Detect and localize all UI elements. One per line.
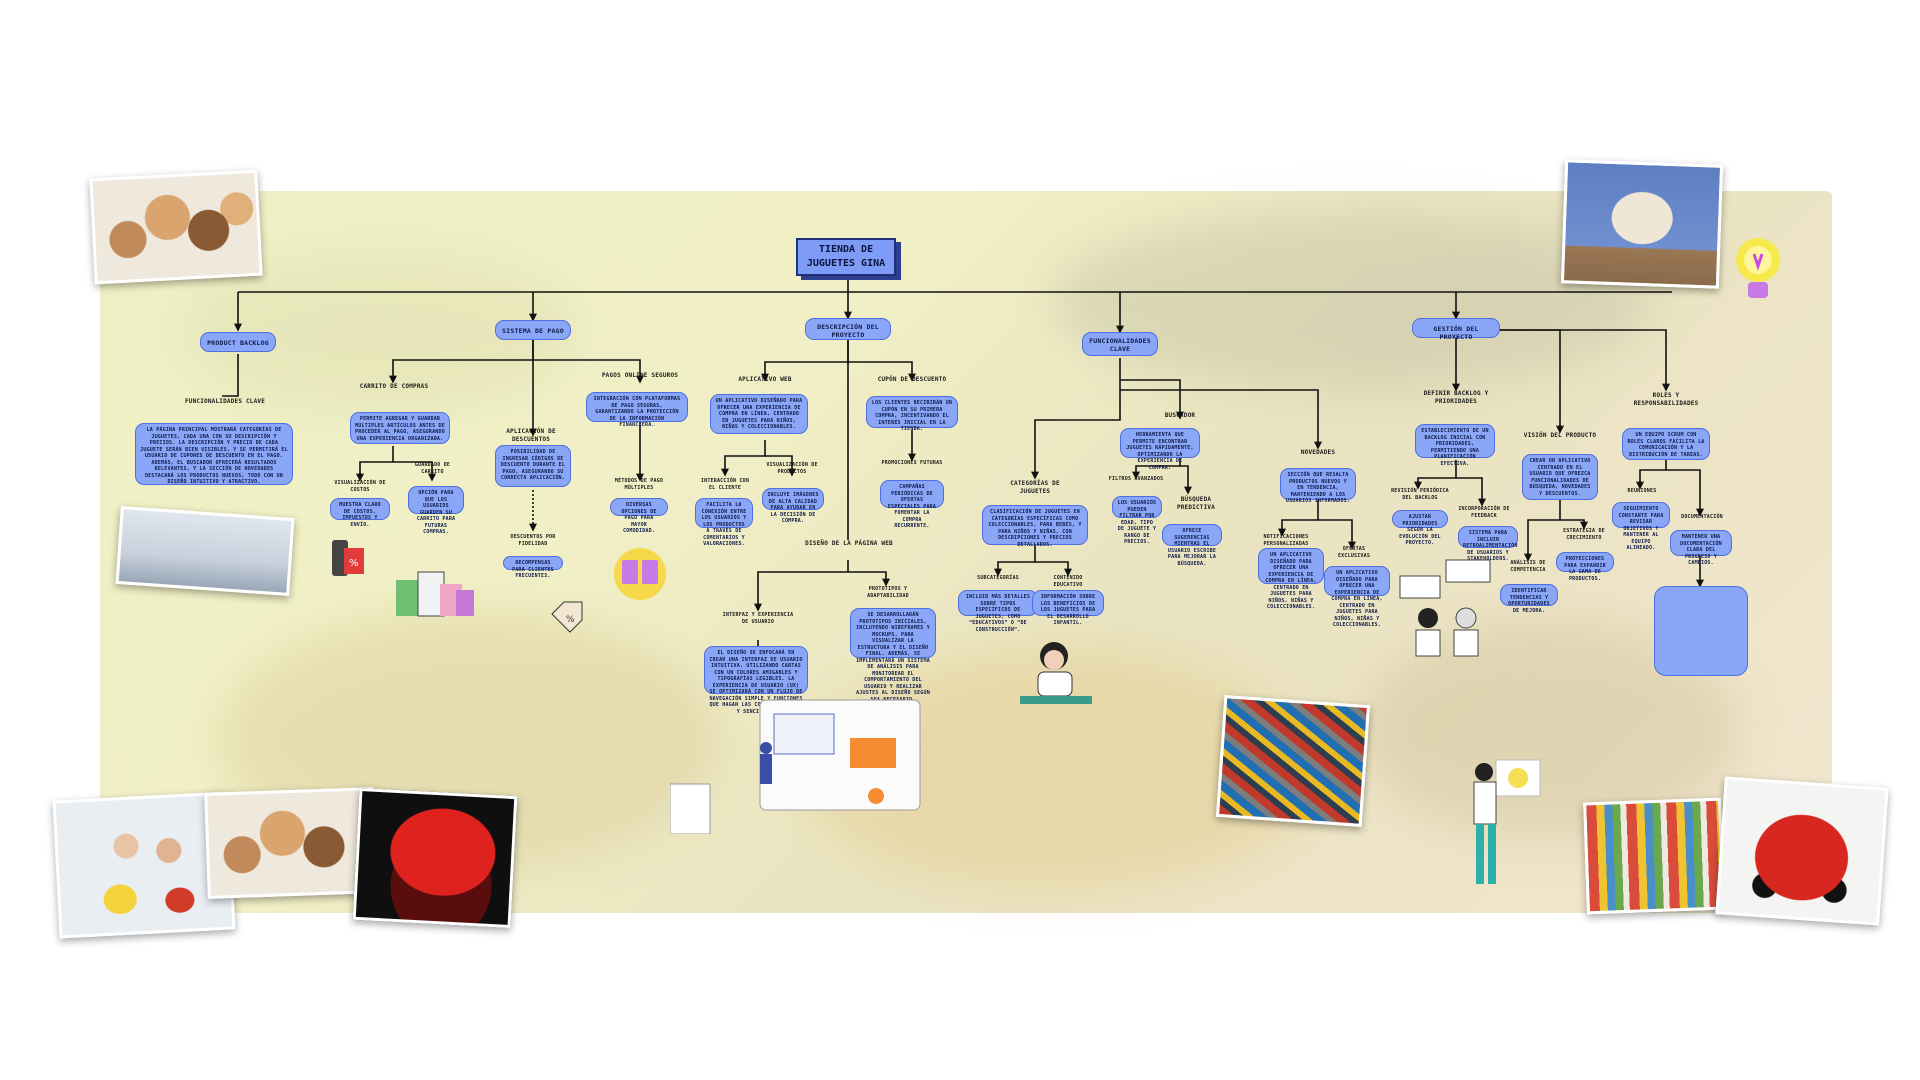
revision-label: REVISIÓN PERIÓDICA DEL BACKLOG xyxy=(1391,488,1449,501)
roles-text: UN EQUIPO SCRUM CON ROLES CLAROS FACILIT… xyxy=(1622,428,1710,460)
visual-prod-text: INCLUYE IMÁGENES DE ALTA CALIDAD PARA AY… xyxy=(762,488,824,524)
toy-cars-photo xyxy=(1215,695,1371,827)
red-car-photo xyxy=(1715,776,1889,926)
backlog-func-label: FUNCIONALIDADES CLAVE xyxy=(184,398,266,405)
definir-label: DEFINIR BACKLOG Y PRIORIDADES xyxy=(1423,390,1489,405)
busqueda-label: BÚSQUEDA PREDICTIVA xyxy=(1176,496,1216,511)
backlog-func-text: LA PÁGINA PRINCIPAL MOSTRARÁ CATEGORÍAS … xyxy=(135,423,293,485)
svg-text:%: % xyxy=(349,558,359,569)
app-text: UN APLICATIVO DISEÑADO PARA OFRECER UNA … xyxy=(710,394,808,434)
interaccion-label: INTERACCIÓN CON EL CLIENTE xyxy=(700,478,750,491)
discount-tag-icon: % xyxy=(548,600,584,634)
notif-text: UN APLICATIVO DISEÑADO PARA OFRECER UNA … xyxy=(1258,548,1324,610)
subcat-label: SUBCATEGORÍAS xyxy=(977,575,1019,581)
interaccion-text: FACILITA LA CONEXIÓN ENTRE LOS USUARIOS … xyxy=(695,498,753,547)
plush-sheep-photo xyxy=(1560,159,1724,289)
cupon-text: LOS CLIENTES RECIBIRÁN UN CUPÓN EN SU PR… xyxy=(866,396,958,432)
desc-fidel-text: RECOMPENSAS PARA CLIENTES FRECUENTES. xyxy=(503,556,563,579)
pagos-text: INTEGRACIÓN CON PLATAFORMAS DE PAGO SEGU… xyxy=(586,392,688,428)
estrategia-label: ESTRATEGIA DE CRECIMIENTO xyxy=(1563,528,1605,541)
prototipos-text: SE DESARROLLARÁN PROTOTIPOS INICIALES, I… xyxy=(850,608,936,703)
documentacion-label: DOCUMENTACIÓN xyxy=(1681,514,1723,520)
promo-label: PROMOCIONES FUTURAS xyxy=(881,460,943,466)
svg-text:%: % xyxy=(566,615,575,625)
shopping-bags-icon xyxy=(392,562,480,622)
reuniones-text: SEGUIMIENTO CONSTANTE PARA REVISAR OBJET… xyxy=(1612,502,1670,551)
ofertas-text: UN APLICATIVO DISEÑADO PARA OFRECER UNA … xyxy=(1324,566,1390,628)
app-label: APLICATIVO WEB xyxy=(738,376,792,383)
analisis-text: IDENTIFICAR TENDENCIAS Y OPORTUNIDADES D… xyxy=(1500,584,1558,614)
roles-label: ROLES Y RESPONSABILIDADES xyxy=(1633,392,1699,407)
buscador-text: HERRAMIENTA QUE PERMITE ENCONTRAR JUGUET… xyxy=(1120,428,1200,471)
documentacion-text: MANTENER UNA DOCUMENTACIÓN CLARA DEL PRO… xyxy=(1670,530,1732,566)
promo-text: CAMPAÑAS PERIÓDICAS DE OFERTAS ESPECIALE… xyxy=(880,480,944,529)
cupon-label: CUPÓN DE DESCUENTO xyxy=(877,376,947,383)
carrito-label: CARRITO DE COMPRAS xyxy=(359,383,429,390)
vis-costos-text: MUESTRA CLARO DE COSTOS, IMPUESTOS Y ENV… xyxy=(330,498,390,528)
descripcion-node: DESCRIPCIÓN DEL PROYECTO xyxy=(805,318,891,340)
team-collab-icon xyxy=(1396,556,1500,660)
sistema-pago-node: SISTEMA DE PAGO xyxy=(495,320,571,340)
teddy-bears-photo xyxy=(89,169,263,285)
map-title: TIENDA DE JUGUETES GINA xyxy=(796,238,896,276)
toys-shelf-photo xyxy=(1583,797,1725,915)
prototipos-label: PROTOTIPOS Y ADAPTABILIDAD xyxy=(867,586,909,599)
meeting-photo xyxy=(115,506,295,596)
metodos-text: DIVERSAS OPCIONES DE PAGO PARA MAYOR COM… xyxy=(610,498,668,534)
analisis-label: ANÁLISIS DE COMPETENCIA xyxy=(1510,560,1546,573)
categorias-label: CATEGORÍAS DE JUGUETES xyxy=(1010,480,1060,495)
desc-fidel-label: DESCUENTOS POR FIDELIDAD xyxy=(510,534,556,547)
vision-text: CREAR UN APLICATIVO CENTRADO EN EL USUAR… xyxy=(1522,454,1598,500)
estrategia-text: PROYECCIONES PARA EXPANDIR LA GAMA DE PR… xyxy=(1556,552,1614,582)
web-design-icon xyxy=(669,696,940,835)
categorias-text: CLASIFICACIÓN DE JUGUETES EN CATEGORÍAS … xyxy=(982,505,1088,548)
filtros-text: LOS USUARIOS PUEDEN FILTRAR POR EDAD, TI… xyxy=(1112,496,1162,545)
diseno-label: DISEÑO DE LA PÁGINA WEB xyxy=(805,540,893,547)
vision-label: VISIÓN DEL PRODUCTO xyxy=(1523,432,1597,439)
novedades-label: NOVEDADES xyxy=(1300,449,1336,456)
metodos-label: MÉTODOS DE PAGO MÚLTIPLES xyxy=(614,478,664,491)
online-payment-icon xyxy=(604,546,678,602)
aplic-desc-label: APLICACIÓN DE DESCUENTOS xyxy=(506,428,556,443)
empty-blue-card xyxy=(1654,586,1748,676)
visual-prod-label: VISUALIZACIÓN DE PRODUCTOS xyxy=(766,462,818,475)
pagos-label: PAGOS ONLINE SEGUROS xyxy=(601,372,679,379)
person-working-icon xyxy=(1016,636,1096,710)
contenido-text: INFORMACIÓN SOBRE LOS BENEFICIOS DE LOS … xyxy=(1032,590,1104,626)
ofertas-label: OFERTAS EXCLUSIVAS xyxy=(1337,546,1371,559)
interfaz-label: INTERFAZ Y EXPERIENCIA DE USUARIO xyxy=(722,612,794,625)
teddy-bears-photo-2 xyxy=(204,787,378,899)
shopping-app-icon: % xyxy=(330,534,366,580)
funcionalidades-node: FUNCIONALIDADES CLAVE xyxy=(1082,332,1158,356)
interfaz-text: EL DISEÑO SE ENFOCARÁ EN CREAR UNA INTER… xyxy=(704,646,808,715)
feedback-label: INCORPORACIÓN DE FEEDBACK xyxy=(1458,506,1510,519)
lightbulb-icon xyxy=(1733,232,1783,312)
buscador-label: BUSCADOR xyxy=(1164,412,1196,419)
filtros-label: FILTROS AVANZADOS xyxy=(1108,476,1164,482)
reuniones-label: REUNIONES xyxy=(1627,488,1657,494)
gestion-node: GESTIÓN DEL PROYECTO xyxy=(1412,318,1500,341)
contenido-label: CONTENIDO EDUCATIVO xyxy=(1053,575,1083,588)
guardado-label: GUARDADO DE CARRITO xyxy=(414,462,451,475)
idea-person-icon xyxy=(1458,752,1548,892)
carrito-text: PERMITE AGREGAR Y GUARDAR MÚLTIPLES ARTÍ… xyxy=(350,412,450,444)
guardado-text: OPCIÓN PARA QUE LOS USUARIOS GUARDEN SU … xyxy=(408,486,464,535)
definir-text: ESTABLECIMIENTO DE UN BACKLOG INICIAL CO… xyxy=(1415,424,1495,467)
novedades-text: SECCIÓN QUE RESALTA PRODUCTOS NUEVOS Y E… xyxy=(1280,468,1356,504)
product-backlog-node: PRODUCT BACKLOG xyxy=(200,332,276,352)
busqueda-text: OFRECE SUGERENCIAS MIENTRAS EL USUARIO E… xyxy=(1162,524,1222,567)
vis-costos-label: VISUALIZACIÓN DE COSTOS xyxy=(334,480,386,493)
feedback-text: SISTEMA PARA INCLUIR RETROALIMENTACIÓN D… xyxy=(1458,526,1518,562)
subcat-text: INCLUIR MÁS DETALLES SOBRE TIPOS ESPECÍF… xyxy=(958,590,1038,633)
red-ferrari-photo xyxy=(352,787,518,929)
revision-text: AJUSTAR PRIORIDADES SEGÚN LA EVOLUCIÓN D… xyxy=(1392,510,1448,546)
notif-label: NOTIFICACIONES PERSONALIZADAS xyxy=(1263,534,1309,547)
aplic-desc-text: POSIBILIDAD DE INGRESAR CÓDIGOS DE DESCU… xyxy=(495,445,571,487)
